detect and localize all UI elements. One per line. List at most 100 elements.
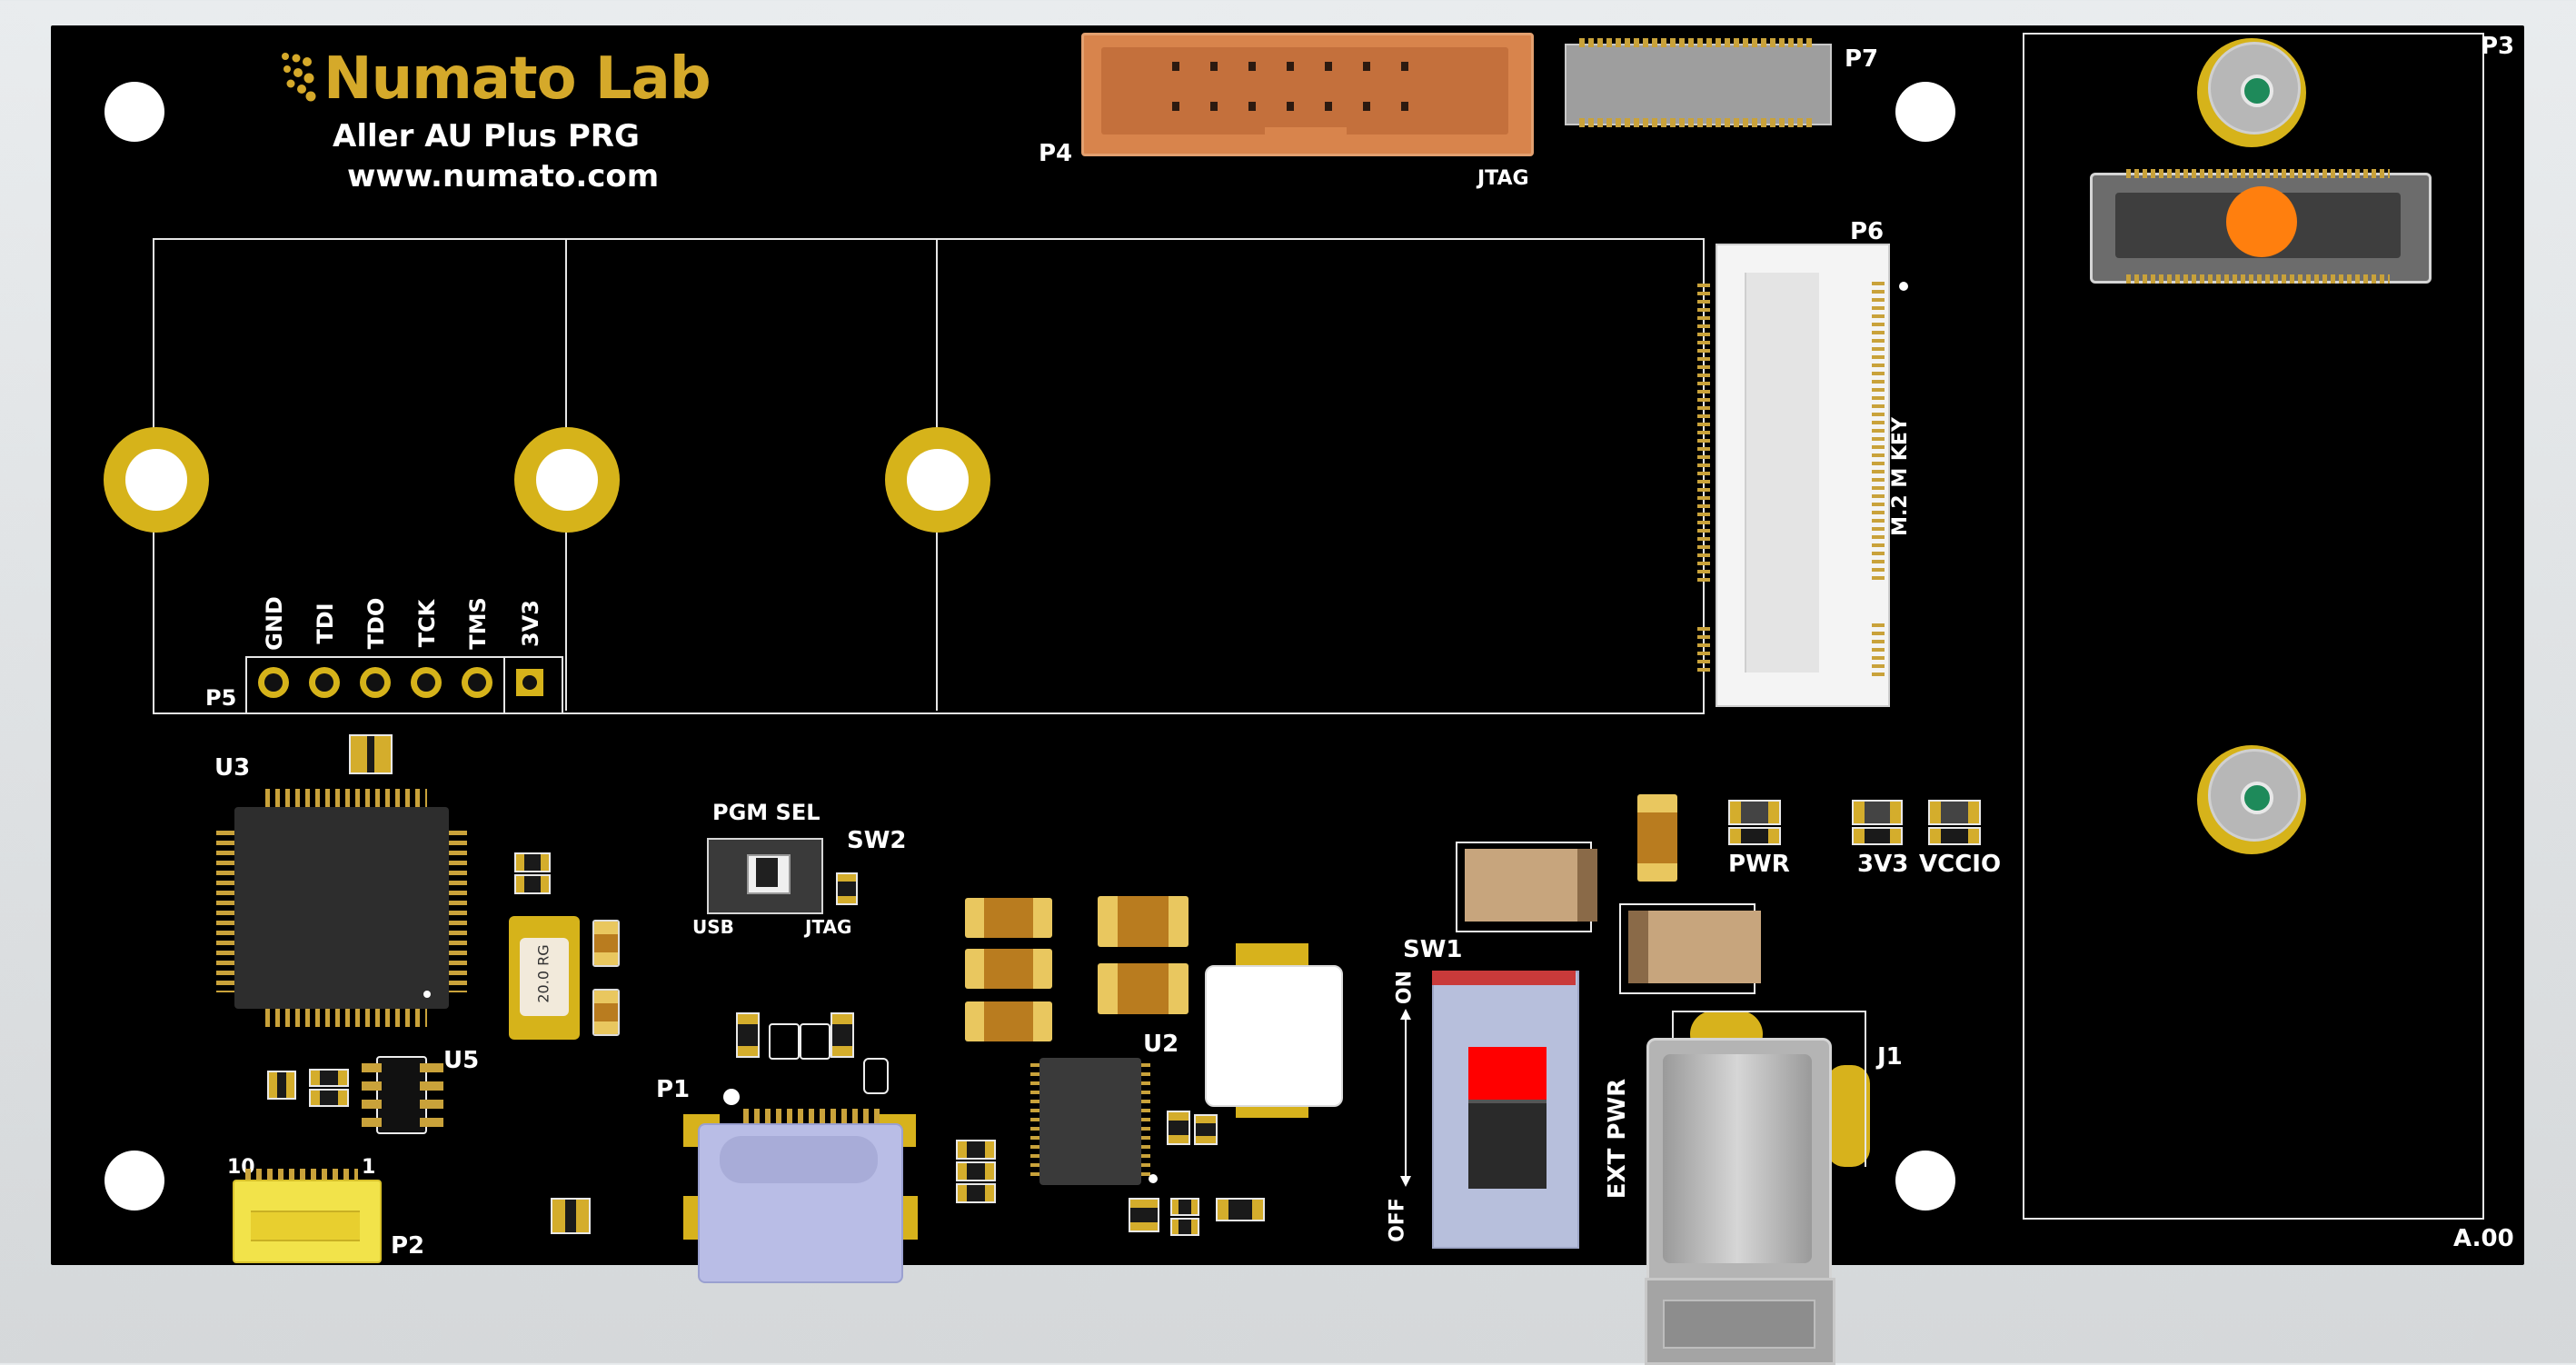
u3-pin1-dot — [423, 991, 431, 998]
resistor-r4 — [309, 1069, 349, 1087]
crystal-body — [520, 938, 569, 1016]
resistor-r12 — [1170, 1198, 1199, 1216]
u3-microcontroller — [234, 807, 449, 1009]
sw1-top-band — [1432, 971, 1576, 985]
p7-label: P7 — [1845, 45, 1879, 73]
p5-label-gnd: GND — [262, 596, 287, 651]
p4-slot-top — [1101, 47, 1508, 135]
capacitor-c9 — [1637, 794, 1677, 882]
j1-barrel — [1663, 1054, 1812, 1263]
p5-label-tms: TMS — [465, 597, 491, 650]
p3-outline — [2023, 33, 2484, 1220]
board-revision: A.00 — [2453, 1225, 2514, 1252]
capacitor-c7 — [1098, 896, 1189, 947]
m2-standoff-2260 — [514, 427, 620, 533]
resistor-r5 — [309, 1089, 349, 1107]
led-vccio — [1928, 800, 1981, 825]
led-3v3-label: 3V3 — [1857, 851, 1909, 878]
p6-socket-slot — [1745, 273, 1819, 673]
p6-pin1-dot — [1899, 282, 1908, 291]
j1-label: J1 — [1877, 1043, 1903, 1071]
p7-pins-bottom — [1579, 118, 1814, 127]
led-vccio-label: VCCIO — [1919, 851, 2002, 878]
board-model: Aller AU Plus PRG — [333, 118, 640, 154]
p5-label-tdo: TDO — [363, 597, 389, 650]
p4-jtag-label: JTAG — [1477, 167, 1529, 190]
capacitor-c3 — [551, 1198, 591, 1234]
p3-standoff-top-core — [2241, 75, 2273, 107]
resistor-r8 — [830, 1012, 854, 1058]
p3-label: P3 — [2481, 33, 2515, 60]
u2-regulator-ic — [1039, 1058, 1141, 1185]
p5-label-3v3: 3V3 — [518, 600, 543, 647]
sw1-actuator-body[interactable] — [1468, 1100, 1547, 1189]
j1-pad-side — [1826, 1065, 1870, 1167]
p6-pins-right-lower — [1872, 623, 1885, 678]
led-pwr — [1728, 800, 1781, 825]
resistor-r9 — [1167, 1111, 1190, 1145]
p5-pin-tms — [462, 667, 492, 698]
p7-pins-top — [1579, 38, 1814, 47]
p5-header-outline — [245, 656, 563, 714]
resistor-r14 — [1216, 1198, 1265, 1221]
u2-pins-left — [1030, 1063, 1039, 1181]
mounting-hole-top-right — [1895, 82, 1955, 142]
p2-label: P2 — [391, 1232, 425, 1260]
u3-label: U3 — [214, 754, 251, 782]
p3-standoff-bottom-core — [2241, 782, 2273, 814]
mounting-hole-bottom-right — [1895, 1151, 1955, 1211]
capacitor-c8 — [1098, 963, 1189, 1014]
u2-label: U2 — [1143, 1031, 1179, 1058]
p5-pin-gnd — [258, 667, 289, 698]
u3-pins-left — [216, 831, 236, 992]
led-pwr-resistor — [1728, 827, 1781, 845]
capacitor-c5 — [965, 949, 1052, 989]
p5-pin-tck — [411, 667, 442, 698]
u5-pins-right — [420, 1063, 443, 1127]
resistor-r3 — [267, 1071, 296, 1100]
component-q2 — [800, 1023, 830, 1060]
p5-label: P5 — [205, 685, 237, 711]
p1-usb-c-port — [720, 1136, 878, 1183]
p4-key — [1265, 127, 1347, 153]
sw1-actuator-red[interactable] — [1468, 1047, 1547, 1100]
sw1-direction-arrow — [1397, 1007, 1414, 1189]
resistor-pair-u2-left-3 — [956, 1183, 996, 1203]
m2-standoff-2242 — [104, 427, 209, 533]
p4-pin-row — [1172, 58, 1445, 116]
capacitor-c2 — [592, 989, 620, 1036]
inductor-body — [1205, 965, 1343, 1107]
p3-connector-pins-bottom — [2126, 274, 2390, 284]
brand-name: Numato Lab — [323, 45, 711, 113]
component-d1 — [863, 1058, 889, 1094]
p5-pin-3v3 — [516, 669, 543, 696]
sw1-off-label: OFF — [1386, 1198, 1409, 1242]
led-vccio-resistor — [1928, 827, 1981, 845]
ext-pwr-label: EXT PWR — [1604, 1078, 1631, 1200]
p5-label-tdi: TDI — [313, 603, 338, 644]
p1-usb-pins — [743, 1109, 880, 1125]
p3-status-led — [2226, 186, 2297, 257]
u5-ic — [376, 1056, 427, 1134]
pgm-sel-label: PGM SEL — [712, 800, 821, 825]
p6-pins-right — [1872, 282, 1885, 582]
u3-pins-bottom — [265, 1007, 427, 1027]
resistor-r11 — [1129, 1198, 1159, 1232]
p6-pins-left-lower — [1697, 627, 1710, 673]
resistor-pair-u2-left — [956, 1140, 996, 1160]
led-pwr-label: PWR — [1728, 851, 1790, 878]
capacitor-c4 — [965, 898, 1052, 938]
resistor-r1 — [514, 852, 551, 872]
p6-label: P6 — [1850, 218, 1885, 245]
m2-standoff-2280 — [885, 427, 990, 533]
led-3v3 — [1852, 800, 1903, 825]
sw2-slider-center — [756, 858, 778, 887]
p1-label: P1 — [656, 1076, 691, 1103]
resistor-r7 — [736, 1012, 760, 1058]
u2-pin1-dot — [1149, 1174, 1158, 1183]
resistor-pair-u2-left-2 — [956, 1161, 996, 1181]
m2-key-label: M.2 M KEY — [1888, 417, 1912, 536]
resistor-r6 — [836, 872, 858, 905]
u3-pins-top — [265, 789, 427, 809]
p4-label: P4 — [1039, 140, 1073, 167]
